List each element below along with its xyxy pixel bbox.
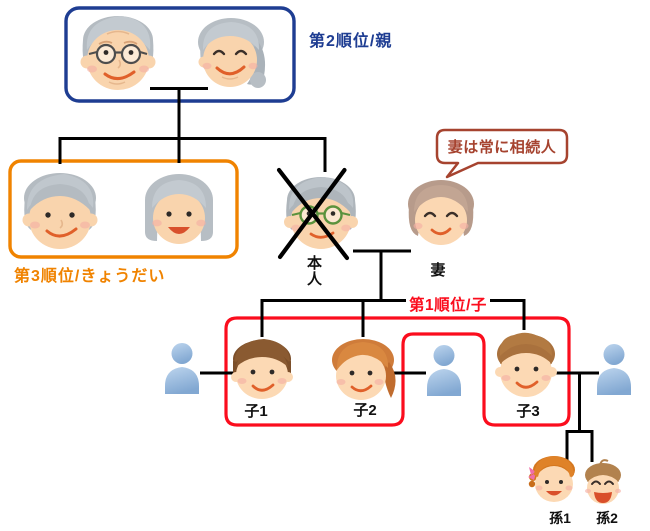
rank1-children-label: 第1順位/子 [406,293,490,315]
speech-bubble-shape [435,128,569,179]
brother-avatar [22,173,98,249]
spouse1-silhouette-icon [165,343,199,394]
generation1-branch-line [58,137,327,172]
sister-avatar [145,174,213,244]
wife-avatar [408,180,474,245]
spouse3-silhouette-icon [597,344,631,395]
rank1-children-box [224,316,571,427]
honnin-label: 本人 [306,255,322,288]
grandchild2-label: 孫2 [596,510,618,526]
wife-always-heir-bubble-text: 妻は常に相続人 [447,139,557,156]
grandfather-avatar [80,16,156,90]
generation2-branch-line [260,299,526,337]
spouse2-silhouette-icon [427,345,461,396]
child3-avatar [495,332,557,397]
grandchild1-label: 孫1 [549,510,571,526]
grandmother-avatar [198,18,266,88]
child2-label: 子2 [353,402,377,419]
deceased-cross-icon [277,167,347,260]
rank3-siblings-label: 第3順位/きょうだい [14,268,166,285]
generation3-branch-line [565,430,594,462]
child2-avatar [332,339,396,400]
child3-label: 子3 [516,403,540,420]
rank3-siblings-box [8,159,239,259]
grandchild1-avatar [528,456,575,502]
child1-label: 子1 [244,403,268,420]
grandchild2-avatar [585,459,621,504]
wife-label: 妻 [430,262,446,279]
rank2-parents-label: 第2順位/親 [309,33,393,50]
child1-avatar [231,339,293,399]
